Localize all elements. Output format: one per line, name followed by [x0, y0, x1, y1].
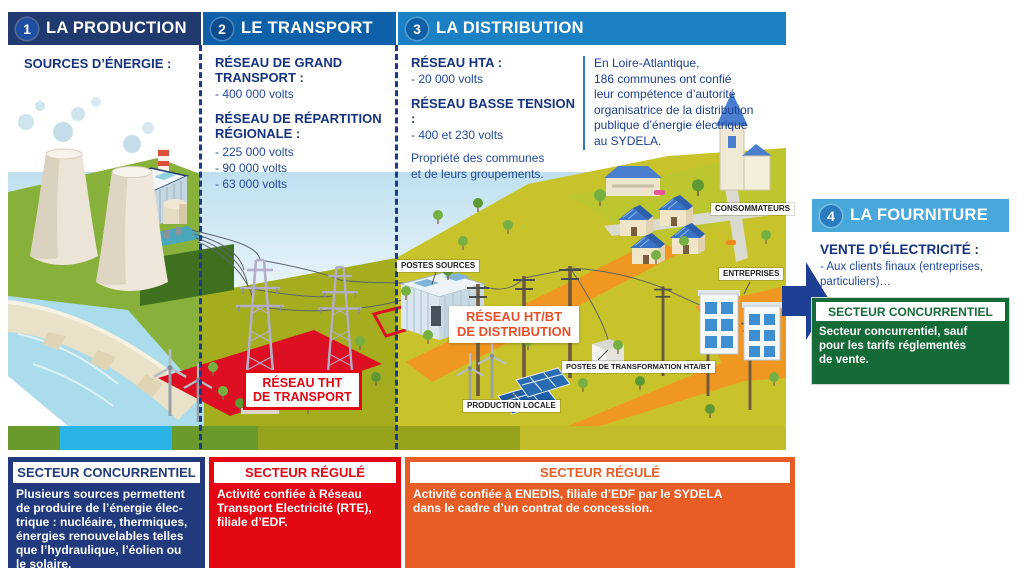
dam-icon [8, 296, 204, 426]
sector-box-transport-header: SECTEUR RÉGULÉ [214, 462, 396, 483]
transport-block2-items: - 225 000 volts - 90 000 volts - 63 000 … [215, 145, 294, 191]
sector-box-fourniture-header: SECTEUR CONCURRENTIEL [816, 302, 1005, 322]
fourniture-block-items: - Aux clients finaux (entreprises, parti… [820, 261, 983, 288]
label-reseau-htbt: RÉSEAU HT/BT DE DISTRIBUTION [449, 306, 580, 344]
distribution-block1-title: RÉSEAU HTA : [411, 55, 502, 70]
transport-block1-item: - 400 000 volts [215, 87, 294, 102]
production-subtitle: SOURCES D’ÉNERGIE : [24, 56, 172, 71]
cooling-towers-icon [30, 148, 168, 291]
sector-box-distribution-header: SECTEUR RÉGULÉ [410, 462, 790, 483]
header-fourniture-label: LA FOURNITURE [850, 206, 989, 224]
village-icon [604, 92, 772, 265]
sector-box-production-header: SECTEUR CONCURRENTIEL [13, 462, 200, 483]
header-production: 1 LA PRODUCTION [8, 12, 201, 45]
sector-box-distribution-body: Activité confiée à ENEDIS, filiale d’EDF… [413, 486, 723, 515]
label-entreprises: ENTREPRISES [719, 268, 784, 280]
illustration [8, 92, 786, 450]
fourniture-block-title: VENTE D’ÉLECTRICITÉ : [820, 242, 980, 257]
car-icon [726, 240, 736, 245]
label-postes-sources: POSTES SOURCES [397, 260, 480, 272]
sector-box-distribution: SECTEUR RÉGULÉ Activité confiée à ENEDIS… [405, 457, 795, 568]
badge-3: 3 [406, 17, 428, 40]
distribution-aside: En Loire-Atlantique, 186 communes ont co… [583, 56, 790, 150]
label-reseau-tht: RÉSEAU THT DE TRANSPORT [243, 370, 362, 410]
header-distribution-label: LA DISTRIBUTION [436, 19, 584, 37]
sector-box-transport-body: Activité confiée à Réseau Transport Elec… [217, 486, 372, 529]
distribution-block1-item: - 20 000 volts [411, 72, 484, 87]
separator-transport-distribution [395, 45, 398, 449]
sector-box-fourniture-body: Secteur concurrentiel, sauf pour les tar… [819, 326, 968, 366]
header-transport: 2 LE TRANSPORT [203, 12, 396, 45]
header-distribution: 3 LA DISTRIBUTION [398, 12, 786, 45]
transport-block1-title: RÉSEAU DE GRAND TRANSPORT : [215, 55, 343, 86]
distribution-block2-item: - 400 et 230 volts [411, 128, 504, 143]
label-leader-lines [431, 271, 751, 400]
header-production-label: LA PRODUCTION [46, 19, 187, 37]
badge-2: 2 [211, 17, 233, 40]
transport-specs: RÉSEAU DE GRAND TRANSPORT : - 400 000 vo… [215, 55, 393, 193]
distribution-specs: RÉSEAU HTA : - 20 000 volts RÉSEAU BASSE… [411, 55, 579, 183]
distribution-block2-title: RÉSEAU BASSE TENSION : [411, 95, 575, 126]
power-plant-icon [18, 97, 204, 291]
sector-box-production-body: Plusieurs sources permettent de produire… [16, 486, 188, 572]
distribution-note: Propriété des communes et de leurs group… [411, 150, 545, 181]
village-building [604, 166, 662, 196]
label-production-locale: PRODUCTION LOCALE [463, 400, 560, 412]
car-icon [654, 190, 665, 195]
header-fourniture: 4 LA FOURNITURE [812, 199, 1009, 232]
separator-production-transport [199, 45, 202, 449]
label-consommateurs: CONSOMMATEURS [711, 203, 794, 215]
office-buildings-icon [698, 290, 782, 361]
badge-4: 4 [820, 204, 842, 227]
transport-block2-title: RÉSEAU DE RÉPARTITION RÉGIONALE : [215, 110, 382, 142]
label-postes-transformation: POSTES DE TRANSFORMATION HTA/BT [562, 361, 715, 373]
side-band [8, 426, 786, 450]
sector-box-transport: SECTEUR RÉGULÉ Activité confiée à Réseau… [209, 457, 401, 568]
fourniture-specs: VENTE D’ÉLECTRICITÉ : - Aux clients fina… [820, 242, 1012, 289]
church-icon [716, 92, 772, 191]
sector-box-production: SECTEUR CONCURRENTIEL Plusieurs sources … [8, 457, 205, 571]
sector-box-fourniture: SECTEUR CONCURRENTIEL Secteur concurrent… [812, 298, 1009, 384]
badge-1: 1 [16, 17, 38, 40]
header-transport-label: LE TRANSPORT [241, 19, 373, 37]
